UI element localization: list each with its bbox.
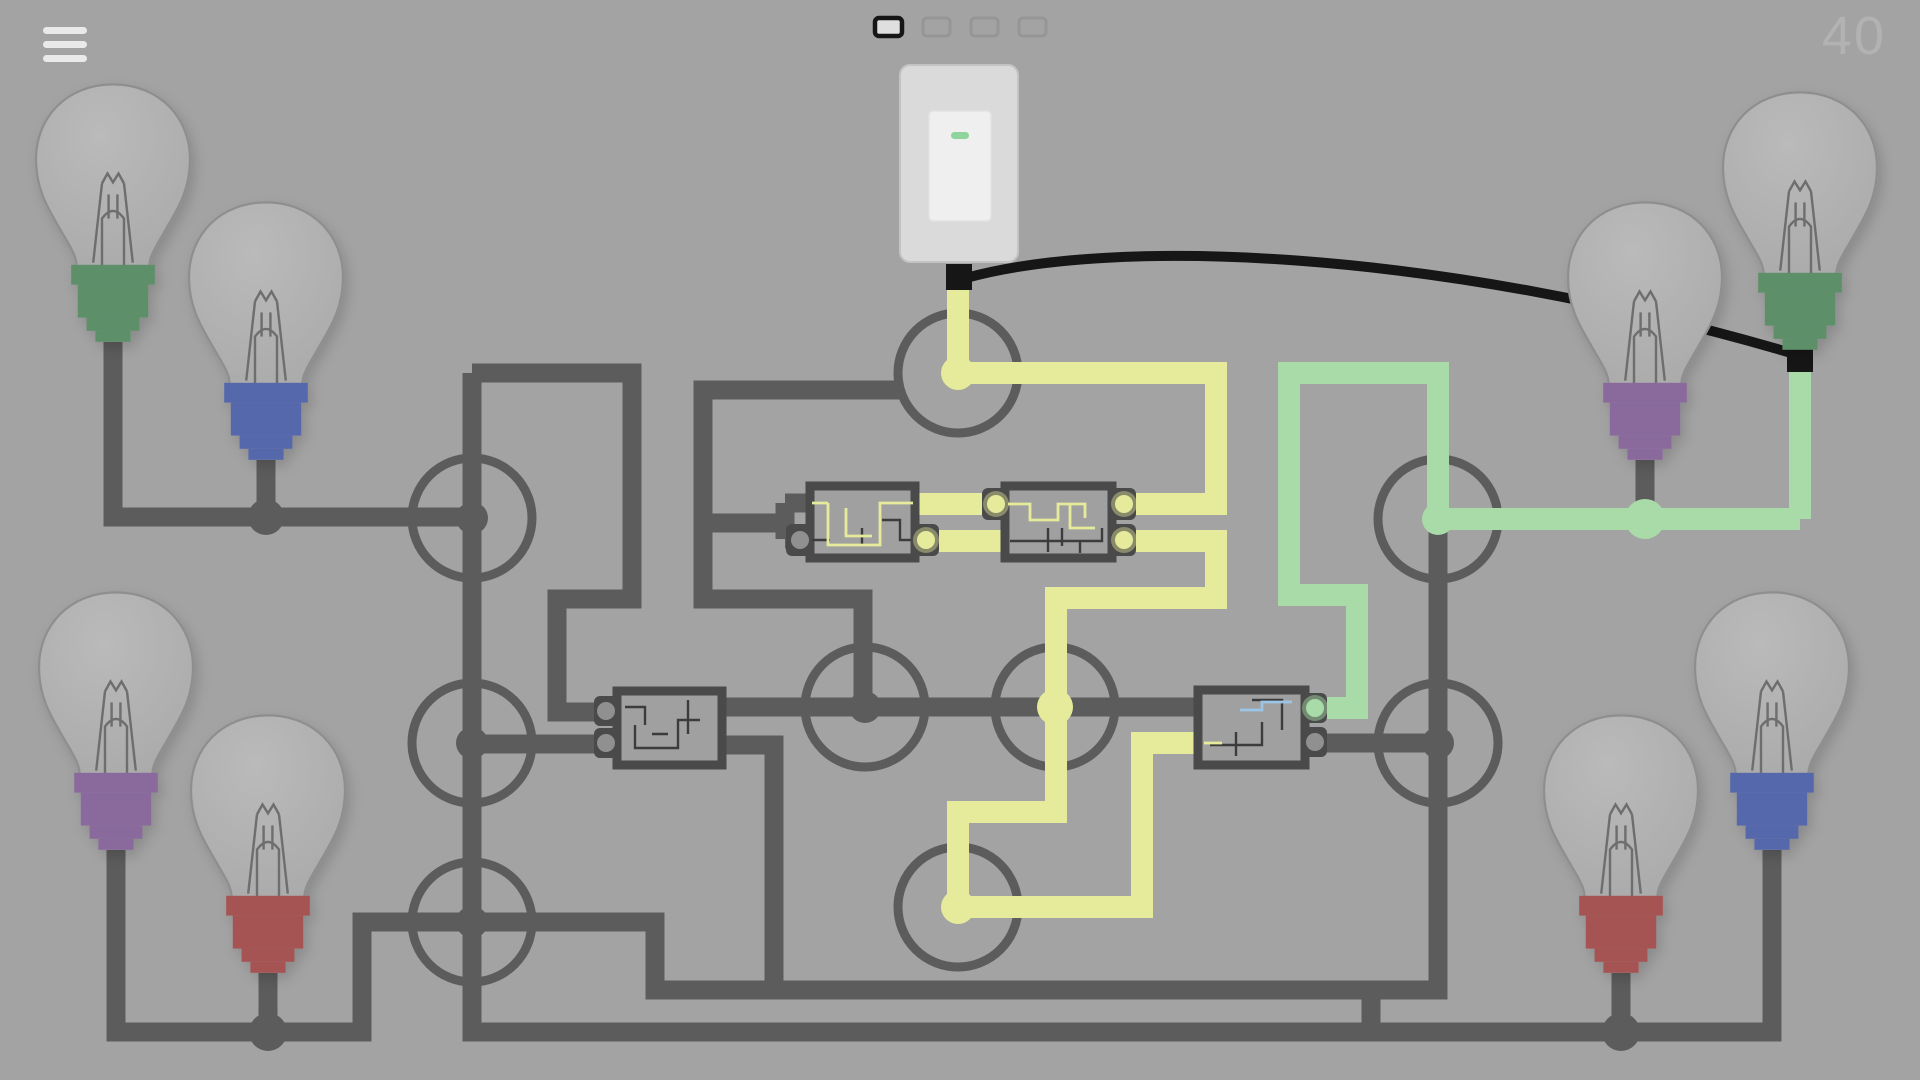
logic-chip-2: [982, 481, 1137, 563]
junction-dot-d: [849, 691, 881, 723]
chip1-input-pad: [791, 531, 809, 549]
bulb-bottom-left-far: [37, 591, 195, 852]
menu-icon: [43, 27, 87, 34]
chip4-output-pad-green: [1306, 699, 1324, 717]
junction-dot-a: [456, 502, 488, 534]
progress-pip: [921, 16, 952, 38]
junction-dot-y2: [1037, 689, 1073, 725]
junction-dot-g1: [1422, 503, 1454, 535]
junction-dots: [248, 356, 1665, 1051]
bulb-top-left-far: [34, 83, 192, 344]
logic-chip-1: [786, 481, 939, 563]
bulb-terminal: [1787, 349, 1813, 372]
tap-dot-red-bottom-right: [1602, 1013, 1640, 1051]
logic-chip-3: [594, 686, 727, 770]
wire-layer-powered-green: [1278, 362, 1811, 719]
junction-dot-g2: [1422, 727, 1454, 759]
chip3-input-pad-bottom: [597, 734, 615, 752]
progress-pip-active: [872, 15, 905, 39]
bulb-top-right-near: [1566, 201, 1724, 462]
bulb-top-right-far: [1721, 91, 1879, 352]
chip3-input-pad-top: [597, 702, 615, 720]
level-number: 40: [1822, 6, 1886, 66]
progress-pips: [872, 15, 1048, 39]
tap-dot-purple-top-right: [1625, 499, 1665, 539]
junction-dot-switch: [941, 356, 975, 390]
switch-on-indicator: [951, 132, 969, 139]
junction-dot-b: [456, 727, 488, 759]
progress-pip: [1017, 16, 1048, 38]
chip1-output-pad: [917, 531, 935, 549]
junction-dot-c: [456, 906, 488, 938]
menu-button[interactable]: [43, 27, 87, 62]
tap-dot-red-bottom-left: [249, 1013, 287, 1051]
chip4-output-pad-gray: [1306, 733, 1324, 751]
tap-dot-blue-top-left: [248, 499, 284, 535]
bulb-bottom-right-far: [1693, 591, 1851, 852]
chip3-body: [612, 686, 727, 770]
bulb-bottom-right-near: [1542, 714, 1700, 975]
menu-icon: [43, 55, 87, 62]
wire-layer-unpowered: [103, 342, 1782, 1042]
switch-terminal: [946, 264, 972, 290]
junction-dot-y3: [941, 890, 975, 924]
chip2-output-pad-bottom: [1115, 531, 1133, 549]
bulb-top-left-near: [187, 201, 345, 462]
chip2-output-pad-top: [1115, 495, 1133, 513]
light-switch[interactable]: [899, 64, 1019, 263]
logic-chip-4: [1193, 685, 1328, 770]
chip2-body: [1000, 481, 1117, 563]
menu-icon: [43, 41, 87, 48]
switch-rocker[interactable]: [928, 110, 992, 222]
chip2-input-pad: [987, 495, 1005, 513]
progress-pip: [969, 16, 1000, 38]
bulb-bottom-left-near: [189, 714, 347, 975]
